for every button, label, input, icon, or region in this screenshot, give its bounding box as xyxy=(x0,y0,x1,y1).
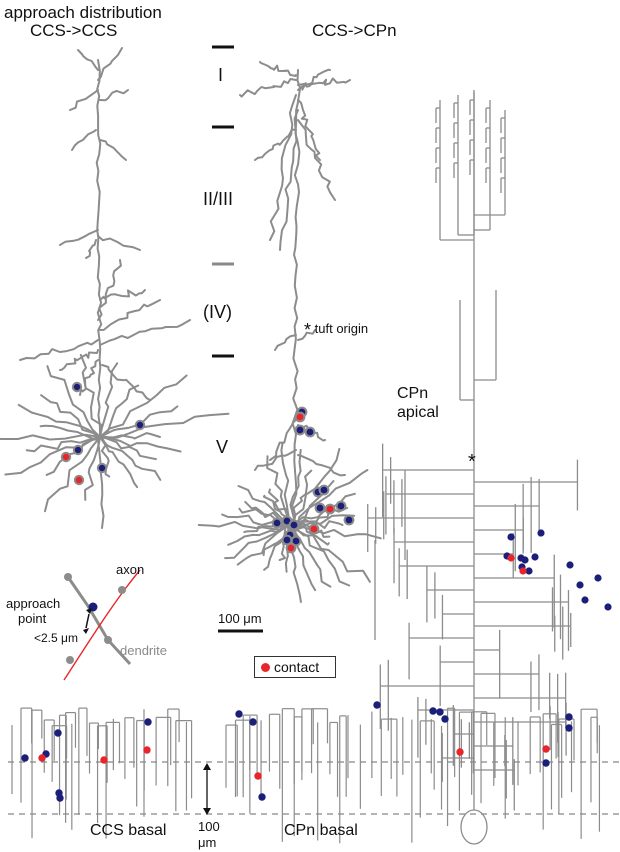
basal-scale-label-2: μm xyxy=(198,835,217,850)
ccs-ccs-title: CCS->CCS xyxy=(30,21,118,40)
inset-distance-label: <2.5 μm xyxy=(34,631,78,645)
tuft-origin-marker: * xyxy=(468,451,476,473)
ccs-cpn-title: CCS->CPn xyxy=(312,21,397,40)
dendrogram-dots xyxy=(503,529,612,611)
basal-scale-label-1: 100 xyxy=(198,819,220,834)
layer-label-1: I xyxy=(218,65,224,85)
layer-label-5: V xyxy=(216,437,229,457)
inset-dendrite-line xyxy=(66,576,132,666)
contact-dot-icon xyxy=(261,663,270,672)
figure-title: approach distribution xyxy=(4,3,162,22)
ccs-basal-label: CCS basal xyxy=(90,822,167,839)
cpn-basal-label: CPn basal xyxy=(284,822,358,839)
inset-axon-line xyxy=(63,569,141,681)
ccs-neuron-morphology xyxy=(0,47,230,529)
inset-approach-label-2: point xyxy=(18,611,47,626)
legend-contact-label: contact xyxy=(274,659,320,675)
layer-label-2-3: II/III xyxy=(203,189,234,209)
legend: contact xyxy=(254,656,336,678)
scale-bar-label: 100 μm xyxy=(218,611,262,626)
inset-distance-arrow xyxy=(85,613,90,629)
inset-dendrite-label: dendrite xyxy=(120,643,167,658)
cpn-neuron-morphology xyxy=(197,61,382,603)
inset-axon-label: axon xyxy=(116,562,145,577)
inset-approach-label-1: approach xyxy=(6,596,61,611)
basal-dendrograms xyxy=(8,701,620,844)
soma-ellipse xyxy=(460,809,488,845)
layer-boundary-marks xyxy=(212,45,234,358)
inset-diagram xyxy=(63,569,141,681)
tuft-origin-label: * tuft origin xyxy=(304,320,369,340)
cpn-apical-label-line1: CPn xyxy=(397,385,429,402)
layer-label-4: (IV) xyxy=(203,302,232,322)
cpn-apical-label-line2: apical xyxy=(397,404,439,421)
